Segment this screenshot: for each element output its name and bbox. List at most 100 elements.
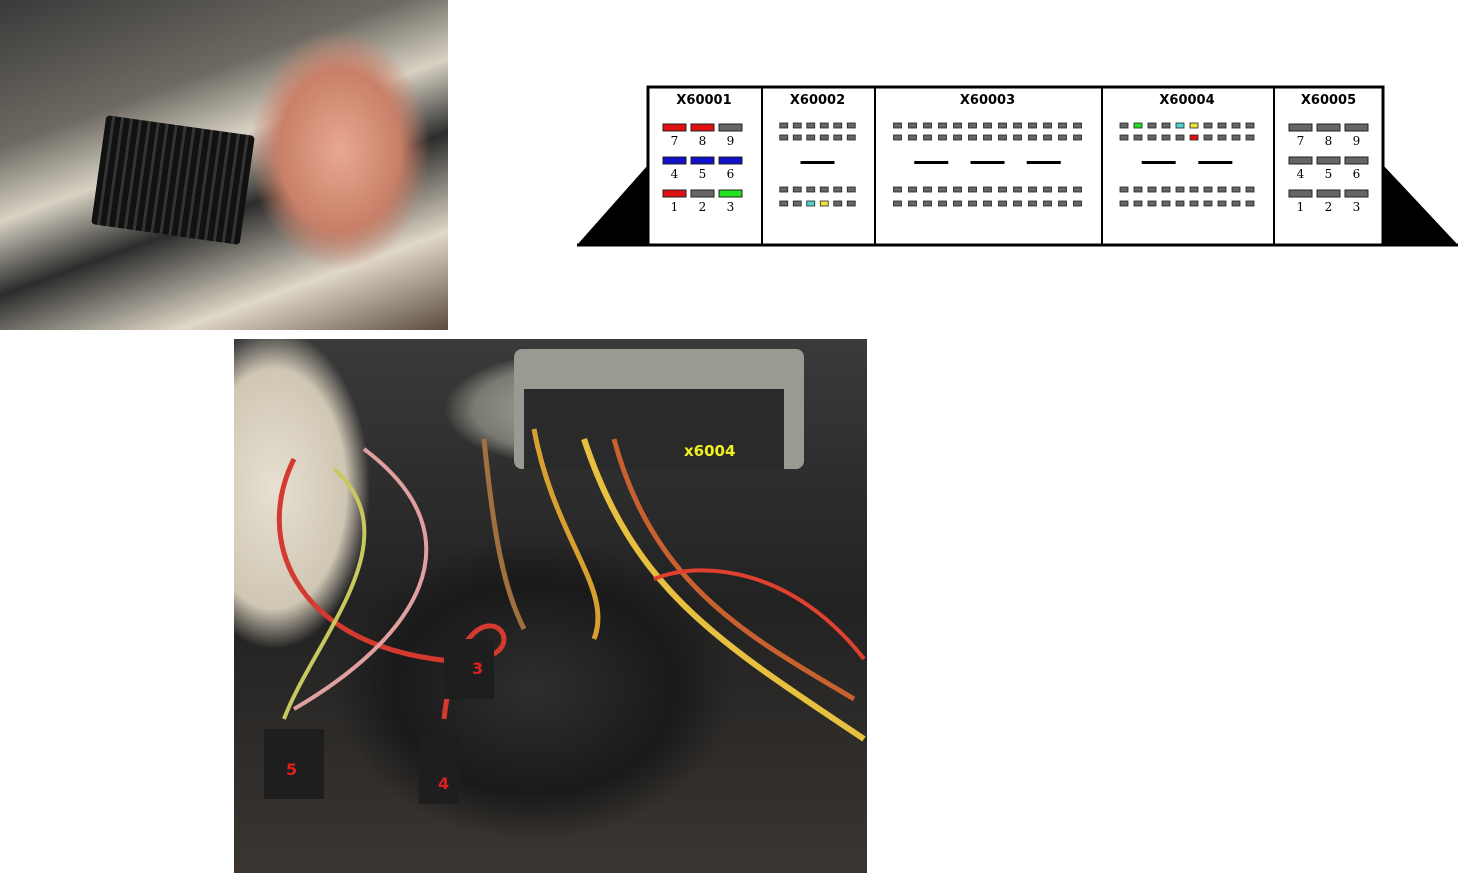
pin-X60003-1-1 [908,134,917,141]
pin-X60004-2-9 [1245,186,1255,193]
pin-X60003-0-4 [953,122,962,129]
pin-X60002-1-4 [833,134,843,141]
pin-X60005-8 [1316,123,1341,132]
pin-number: 7 [671,134,679,148]
pin-X60003-2-8 [1013,186,1022,193]
pin-X60003-3-9 [1028,200,1037,207]
pin-number: 4 [1297,167,1305,181]
pin-X60003-0-5 [968,122,977,129]
pin-number: 1 [1297,200,1305,214]
pin-X60005-9 [1344,123,1369,132]
pin-X60004-3-7 [1217,200,1227,207]
pin-X60004-2-1 [1133,186,1143,193]
pin-X60002-2-4 [833,186,843,193]
pin-X60004-1-5 [1189,134,1199,141]
pin-X60003-3-1 [908,200,917,207]
pin-X60003-2-2 [923,186,932,193]
pin-X60003-3-10 [1043,200,1052,207]
pin-X60004-2-3 [1161,186,1171,193]
pin-number: 6 [1353,167,1361,181]
pin-X60002-3-3 [819,200,829,207]
pin-X60003-1-6 [983,134,992,141]
pin-number: 8 [1325,134,1333,148]
pin-X60005-4 [1288,156,1313,165]
pin-number: 3 [1353,200,1361,214]
pin-number: 2 [699,200,707,214]
pin-X60002-1-3 [819,134,829,141]
pin-X60003-2-0 [893,186,902,193]
ecu-connector-label: x6004 [684,442,736,460]
pin-X60003-1-0 [893,134,902,141]
left-mount-wing [577,165,648,245]
pin-X60004-3-2 [1147,200,1157,207]
pin-X60005-3 [1344,189,1369,198]
pin-X60002-3-4 [833,200,843,207]
pin-X60001-5 [690,156,715,165]
photo-ecu-wiring: x6004 3 4 5 [234,339,867,873]
pin-X60004-3-1 [1133,200,1143,207]
ecu-connectors [524,389,784,469]
pin-X60003-0-10 [1043,122,1052,129]
pin-X60004-2-7 [1217,186,1227,193]
pin-X60004-0-2 [1147,122,1157,129]
pin-X60003-2-11 [1058,186,1067,193]
pin-X60003-1-4 [953,134,962,141]
pin-X60003-2-6 [983,186,992,193]
pin-X60002-1-1 [792,134,802,141]
pin-X60002-0-0 [779,122,789,129]
plug-3 [444,639,494,699]
photo-connector-in-hand [0,0,448,330]
pin-X60001-8 [690,123,715,132]
pin-number: 8 [699,134,707,148]
pin-X60004-0-3 [1161,122,1171,129]
pin-X60003-1-5 [968,134,977,141]
pin-number: 2 [1325,200,1333,214]
pin-X60003-2-7 [998,186,1007,193]
connector-label-x60004: X60004 [1159,93,1214,108]
pin-X60003-3-0 [893,200,902,207]
pin-X60003-0-9 [1028,122,1037,129]
right-mount-wing [1383,165,1458,245]
pin-X60004-1-4 [1175,134,1185,141]
pin-X60004-0-9 [1245,122,1255,129]
pin-X60002-0-2 [806,122,816,129]
pin-X60002-3-5 [846,200,856,207]
pin-number: 4 [671,167,679,181]
pin-number: 9 [727,134,735,148]
pin-X60003-3-7 [998,200,1007,207]
pin-X60002-1-5 [846,134,856,141]
pin-X60003-3-6 [983,200,992,207]
pin-X60003-0-3 [938,122,947,129]
pin-X60003-0-0 [893,122,902,129]
pin-X60004-3-0 [1119,200,1129,207]
pin-X60004-3-9 [1245,200,1255,207]
pin-X60003-3-5 [968,200,977,207]
pin-X60005-7 [1288,123,1313,132]
pin-X60003-2-1 [908,186,917,193]
pin-X60003-2-9 [1028,186,1037,193]
pin-X60003-0-12 [1073,122,1082,129]
key-bar [970,161,1005,164]
pin-X60004-3-3 [1161,200,1171,207]
plug-label-3: 3 [472,659,484,678]
pin-X60005-5 [1316,156,1341,165]
pin-X60005-6 [1344,156,1369,165]
pin-X60004-1-9 [1245,134,1255,141]
pin-number: 9 [1353,134,1361,148]
pin-X60004-2-6 [1203,186,1213,193]
key-bar [1198,161,1233,164]
pin-X60002-2-2 [806,186,816,193]
pin-X60004-1-2 [1147,134,1157,141]
pin-X60004-3-4 [1175,200,1185,207]
pin-X60002-0-4 [833,122,843,129]
pin-X60003-1-11 [1058,134,1067,141]
pin-X60004-1-6 [1203,134,1213,141]
pin-X60003-3-4 [953,200,962,207]
pin-X60003-2-12 [1073,186,1082,193]
pin-X60005-1 [1288,189,1313,198]
pin-X60002-3-0 [779,200,789,207]
connector-label-x60003: X60003 [960,93,1015,108]
pin-X60003-2-4 [953,186,962,193]
pin-X60003-3-2 [923,200,932,207]
connector-label-x60002: X60002 [790,93,845,108]
